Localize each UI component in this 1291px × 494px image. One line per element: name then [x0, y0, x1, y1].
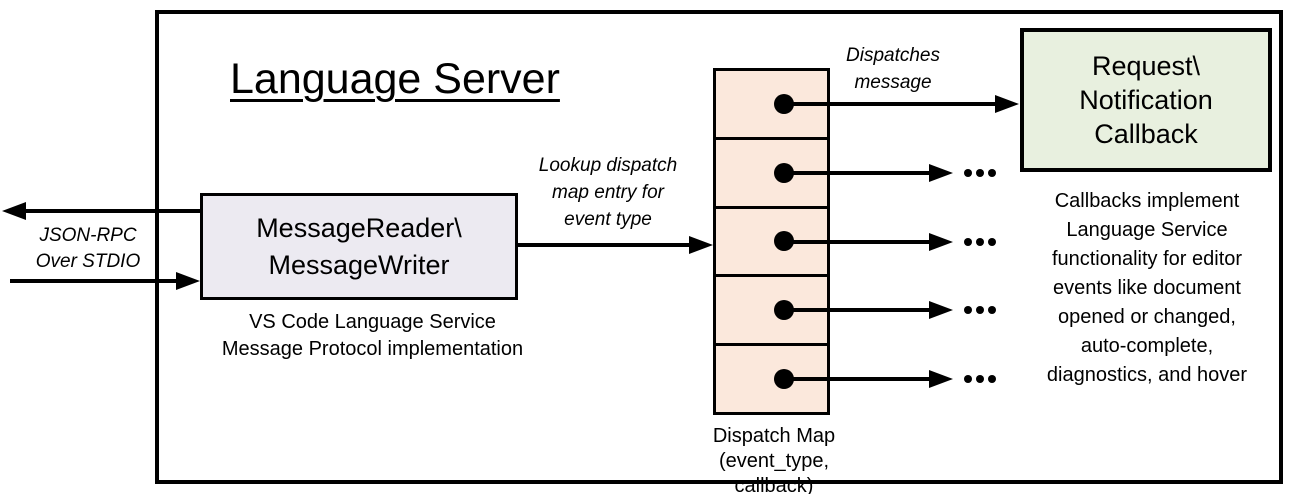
message-box-caption-line1: VS Code Language Service — [249, 311, 496, 333]
dispatch-map-caption-line1: Dispatch Map — [712, 425, 836, 447]
dispatches-message-label: Dispatches message — [833, 42, 953, 96]
dispatch-arrow-4-arrowhead-icon — [929, 301, 953, 319]
callback-box-line3: Callback — [1094, 119, 1198, 149]
callbacks-note-line5: opened or changed, — [1058, 306, 1236, 328]
dispatch-arrow-2-line — [784, 171, 930, 175]
message-box-line1: MessageReader\ — [256, 212, 462, 243]
stdio-out-arrow-line — [24, 209, 202, 213]
callback-box-line1: Request\ — [1091, 51, 1201, 81]
callbacks-note-line4: events like document — [1053, 277, 1241, 299]
stdio-out-arrowhead-icon — [2, 202, 26, 220]
message-box-line2: MessageWriter — [268, 249, 450, 280]
message-box-caption: VS Code Language Service Message Protoco… — [190, 309, 555, 363]
lookup-arrow-line — [518, 243, 690, 247]
stdio-label-line1: JSON-RPC — [39, 225, 137, 246]
lookup-label-line3: event type — [564, 209, 652, 230]
dispatch-arrow-5-line — [784, 377, 930, 381]
lookup-label-line1: Lookup dispatch — [538, 155, 678, 176]
dispatch-arrow-1-arrowhead-icon — [995, 95, 1019, 113]
dispatches-label-line2: message — [854, 72, 932, 93]
dispatch-arrow-4-line — [784, 308, 930, 312]
dispatch-arrow-2-arrowhead-icon — [929, 164, 953, 182]
stdio-label: JSON-RPC Over STDIO — [12, 223, 164, 275]
callbacks-note-line3: functionality for editor — [1051, 248, 1243, 270]
callbacks-note-line6: auto-complete, — [1080, 335, 1214, 357]
callbacks-note-line1: Callbacks implement — [1054, 190, 1240, 212]
ellipsis-icon — [964, 375, 996, 383]
dispatch-map-caption: Dispatch Map (event_type, callback) — [690, 424, 858, 494]
request-notification-callback-box: Request\ Notification Callback — [1020, 28, 1272, 172]
dispatch-arrow-3-arrowhead-icon — [929, 233, 953, 251]
diagram-title: Language Server — [230, 55, 560, 103]
message-reader-writer-box: MessageReader\ MessageWriter — [200, 193, 518, 300]
dispatch-arrow-1-line — [784, 102, 996, 106]
stdio-label-line2: Over STDIO — [35, 251, 141, 272]
ellipsis-icon — [964, 169, 996, 177]
message-box-caption-line2: Message Protocol implementation — [221, 338, 524, 360]
stdio-in-arrow-line — [10, 279, 178, 283]
ellipsis-icon — [964, 238, 996, 246]
dispatch-map-caption-line2: (event_type, callback) — [718, 450, 830, 494]
lookup-dispatch-label: Lookup dispatch map entry for event type — [518, 152, 698, 233]
lookup-label-line2: map entry for — [552, 182, 664, 203]
dispatch-arrow-3-line — [784, 240, 930, 244]
lookup-arrowhead-icon — [689, 236, 713, 254]
stdio-in-arrowhead-icon — [176, 272, 200, 290]
dispatch-arrow-5-arrowhead-icon — [929, 370, 953, 388]
dispatches-label-line1: Dispatches — [846, 45, 940, 66]
callbacks-note-line2: Language Service — [1066, 219, 1228, 241]
ellipsis-icon — [964, 306, 996, 314]
callbacks-note: Callbacks implement Language Service fun… — [1022, 187, 1272, 390]
callbacks-note-line7: diagnostics, and hover — [1046, 364, 1248, 386]
callback-box-line2: Notification — [1079, 85, 1213, 115]
